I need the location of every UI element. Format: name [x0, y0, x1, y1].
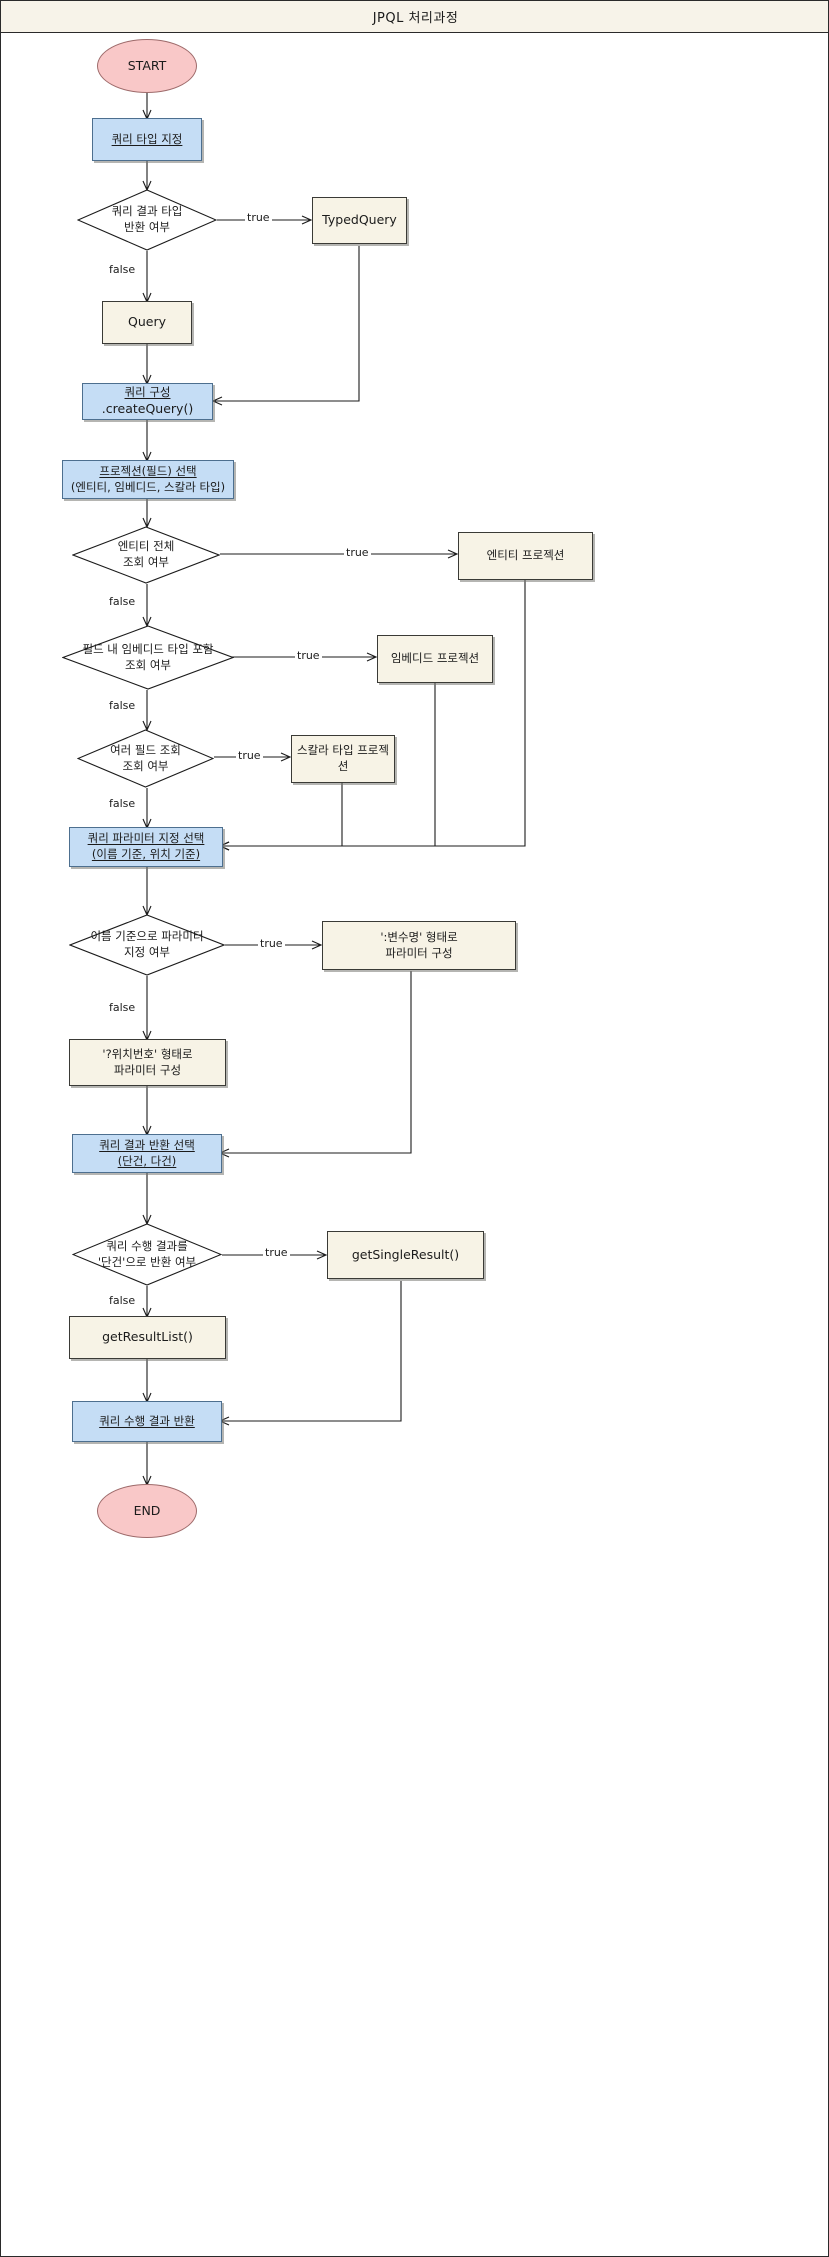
decision-embedded-line2: 조회 여부: [125, 657, 171, 672]
process-create-query-line2: .createQuery(): [101, 400, 194, 416]
process-query-type-label: 쿼리 타입 지정: [111, 131, 183, 146]
edge-label-false-4: false: [107, 797, 138, 810]
process-named-param: ':변수명' 형태로 파라미터 구성: [322, 921, 516, 970]
process-positional-param-line2: 파라미터 구성: [113, 1062, 182, 1077]
process-named-param-line2: 파라미터 구성: [385, 945, 453, 960]
edge-label-true-6: true: [263, 1246, 290, 1259]
process-entity-projection-label: 엔티티 프로젝션: [486, 548, 565, 563]
process-result-select-line2: (단건, 다건): [117, 1153, 177, 1168]
decision-entity-all: 엔티티 전체 조회 여부: [72, 526, 220, 584]
decision-single-result-line2: '단건'으로 반환 여부: [97, 1254, 197, 1269]
process-return-result-label: 쿼리 수행 결과 반환: [99, 1413, 195, 1428]
process-create-query-line1: 쿼리 구성: [124, 385, 171, 400]
edge-label-true-4: true: [236, 749, 263, 762]
edge-label-false-2: false: [107, 595, 138, 608]
process-result-select-line1: 쿼리 결과 반환 선택: [99, 1137, 195, 1152]
diagram-title-bar: JPQL 처리과정: [1, 1, 828, 33]
edge-label-true-5: true: [258, 937, 285, 950]
decision-single-result-label: 쿼리 수행 결과를 '단건'으로 반환 여부: [92, 1239, 202, 1270]
process-projection-select-line1: 프로젝션(필드) 선택: [99, 463, 197, 478]
edge-label-false-5: false: [107, 1001, 138, 1014]
decision-return-type: 쿼리 결과 타입 반환 여부: [77, 189, 217, 251]
process-embedded-projection-label: 임베디드 프로젝션: [390, 651, 480, 666]
decision-single-result-line1: 쿼리 수행 결과를: [106, 1238, 188, 1253]
process-param-select: 쿼리 파라미터 지정 선택 (이름 기준, 위치 기준): [69, 827, 223, 867]
decision-embedded-line1: 필드 내 임베디드 타입 포함: [82, 641, 214, 656]
diamond-shape: [72, 1223, 222, 1286]
edge-label-true-3: true: [295, 649, 322, 662]
process-scalar-projection-label: 스칼라 타입 프로젝션: [297, 743, 389, 773]
decision-entity-all-line1: 엔티티 전체: [117, 539, 175, 554]
process-scalar-projection: 스칼라 타입 프로젝션: [291, 735, 395, 783]
decision-named-param: 이름 기준으로 파라미터 지정 여부: [69, 914, 225, 976]
process-param-select-line1: 쿼리 파라미터 지정 선택: [87, 831, 205, 846]
process-projection-select-line2: (엔티티, 임베디드, 스칼라 타입): [70, 479, 226, 494]
process-get-single-result: getSingleResult(): [327, 1231, 484, 1279]
edge-label-false-1: false: [107, 263, 138, 276]
decision-multi-field-line2: 조회 여부: [122, 758, 169, 773]
terminator-start: START: [97, 39, 197, 93]
edge-label-false-3: false: [107, 699, 138, 712]
edge-label-false-6: false: [107, 1294, 138, 1307]
diamond-shape: [77, 189, 217, 251]
edge-label-true-1: true: [245, 211, 272, 224]
process-entity-projection: 엔티티 프로젝션: [458, 532, 593, 580]
decision-named-param-label: 이름 기준으로 파라미터 지정 여부: [84, 929, 209, 960]
process-param-select-line2: (이름 기준, 위치 기준): [91, 847, 201, 861]
process-query-type: 쿼리 타입 지정: [92, 118, 202, 161]
process-typed-query-label: TypedQuery: [322, 212, 397, 228]
diamond-shape: [72, 526, 220, 584]
process-create-query: 쿼리 구성 .createQuery(): [82, 383, 213, 420]
decision-entity-all-label: 엔티티 전체 조회 여부: [112, 539, 181, 570]
decision-multi-field-line1: 여러 필드 조회: [110, 742, 181, 757]
decision-named-param-line1: 이름 기준으로 파라미터: [90, 929, 204, 944]
process-embedded-projection: 임베디드 프로젝션: [377, 635, 493, 683]
process-query: Query: [102, 301, 192, 344]
diagram-title: JPQL 처리과정: [372, 11, 459, 26]
process-query-label: Query: [128, 314, 166, 330]
process-named-param-line1: ':변수명' 형태로: [380, 929, 458, 944]
process-return-result: 쿼리 수행 결과 반환: [72, 1401, 222, 1442]
process-positional-param: '?위치번호' 형태로 파라미터 구성: [69, 1039, 226, 1086]
terminator-end-label: END: [133, 1502, 161, 1518]
decision-return-type-label: 쿼리 결과 타입 반환 여부: [106, 204, 189, 235]
terminator-end: END: [97, 1484, 197, 1538]
process-get-single-result-label: getSingleResult(): [351, 1246, 460, 1262]
process-positional-param-line1: '?위치번호' 형태로: [102, 1046, 193, 1061]
diamond-shape: [62, 625, 234, 690]
decision-single-result: 쿼리 수행 결과를 '단건'으로 반환 여부: [72, 1223, 222, 1286]
process-projection-select: 프로젝션(필드) 선택 (엔티티, 임베디드, 스칼라 타입): [62, 460, 234, 499]
process-typed-query: TypedQuery: [312, 197, 407, 244]
edge-label-true-2: true: [344, 546, 371, 559]
decision-embedded-label: 필드 내 임베디드 타입 포함 조회 여부: [76, 642, 219, 673]
decision-embedded: 필드 내 임베디드 타입 포함 조회 여부: [62, 625, 234, 690]
process-get-result-list-label: getResultList(): [102, 1329, 193, 1345]
process-result-select: 쿼리 결과 반환 선택 (단건, 다건): [72, 1134, 222, 1173]
decision-multi-field-label: 여러 필드 조회 조회 여부: [104, 743, 187, 774]
diamond-shape: [77, 729, 214, 788]
decision-entity-all-line2: 조회 여부: [123, 555, 169, 569]
process-get-result-list: getResultList(): [69, 1316, 226, 1359]
decision-multi-field: 여러 필드 조회 조회 여부: [77, 729, 214, 788]
decision-named-param-line2: 지정 여부: [124, 945, 170, 959]
terminator-start-label: START: [127, 57, 167, 73]
decision-return-type-line2: 반환 여부: [124, 220, 170, 234]
diamond-shape: [69, 914, 225, 976]
decision-return-type-line1: 쿼리 결과 타입: [111, 204, 183, 219]
